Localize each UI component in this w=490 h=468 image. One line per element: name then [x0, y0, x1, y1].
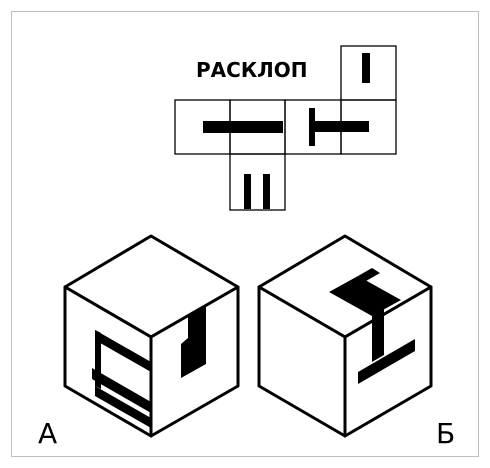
net-marks — [203, 53, 370, 209]
cube-b-top-mark-tip — [358, 268, 380, 281]
cube-b-right-mark-bar — [358, 339, 415, 384]
figure-frame — [11, 11, 479, 457]
cube-label-b: Б — [436, 417, 455, 450]
cube-b-right-mark-stem — [372, 309, 384, 362]
net-mark-bar-horizontal — [203, 121, 283, 133]
cube-a-left-stripe-1 — [95, 330, 151, 372]
cube-a — [63, 234, 240, 438]
cube-a-left-stripe-3 — [95, 386, 151, 428]
net-title: РАСКЛОП — [196, 58, 308, 82]
cube-a-right-mark — [181, 304, 206, 378]
net-mark-double-bar-left — [244, 174, 251, 209]
cube-label-a: А — [38, 417, 57, 450]
net-face-bottom — [229, 153, 286, 211]
net-mark-t-bar — [309, 121, 369, 132]
cube-b-top-mark — [329, 276, 401, 316]
cube-b — [257, 234, 433, 438]
net-mark-double-bar-right — [263, 174, 270, 209]
net-mark-bar-vertical — [362, 53, 370, 83]
cube-a-left-stripe-2 — [92, 368, 151, 413]
